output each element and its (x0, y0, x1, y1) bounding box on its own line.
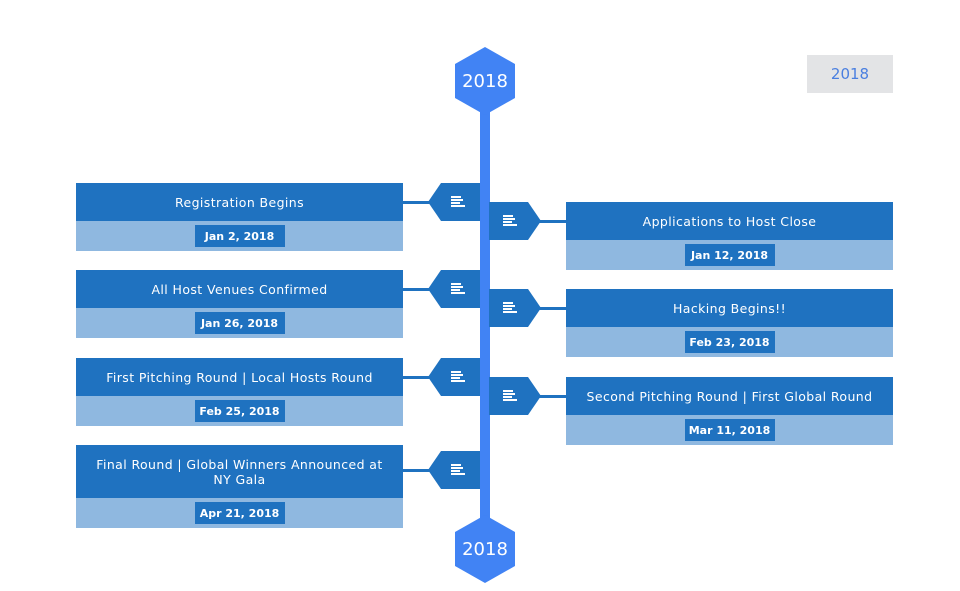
start-year-hexagon: 2018 (455, 47, 515, 115)
event-title: Registration Begins (76, 183, 403, 221)
timeline-event-card: Hacking Begins!! Feb 23, 2018 (566, 289, 893, 357)
event-connector (403, 288, 433, 291)
event-connector (403, 201, 433, 204)
text-lines-icon (503, 215, 517, 227)
event-date-bar: Feb 25, 2018 (76, 396, 403, 426)
timeline-event-card: Applications to Host Close Jan 12, 2018 (566, 202, 893, 270)
end-year-hexagon: 2018 (455, 515, 515, 583)
event-title: All Host Venues Confirmed (76, 270, 403, 308)
event-marker[interactable] (489, 289, 541, 327)
timeline-event-card: Final Round | Global Winners Announced a… (76, 445, 403, 528)
event-marker[interactable] (428, 183, 480, 221)
event-date-bar: Jan 12, 2018 (566, 240, 893, 270)
event-date-bar: Apr 21, 2018 (76, 498, 403, 528)
text-lines-icon (451, 283, 465, 295)
timeline-event-card: All Host Venues Confirmed Jan 26, 2018 (76, 270, 403, 338)
event-date: Mar 11, 2018 (684, 419, 775, 441)
event-connector (535, 307, 567, 310)
text-lines-icon (503, 302, 517, 314)
event-title: Hacking Begins!! (566, 289, 893, 327)
event-marker[interactable] (428, 270, 480, 308)
event-marker[interactable] (428, 358, 480, 396)
year-filter-badge[interactable]: 2018 (807, 55, 893, 93)
timeline-spine (480, 100, 490, 530)
event-marker[interactable] (428, 451, 480, 489)
text-lines-icon (451, 196, 465, 208)
event-date-bar: Feb 23, 2018 (566, 327, 893, 357)
event-date: Apr 21, 2018 (194, 502, 285, 524)
event-connector (403, 376, 433, 379)
timeline-event-card: Registration Begins Jan 2, 2018 (76, 183, 403, 251)
event-date-bar: Jan 2, 2018 (76, 221, 403, 251)
event-date-bar: Mar 11, 2018 (566, 415, 893, 445)
text-lines-icon (451, 464, 465, 476)
text-lines-icon (451, 371, 465, 383)
event-connector (403, 469, 433, 472)
event-title: First Pitching Round | Local Hosts Round (76, 358, 403, 396)
event-date: Feb 23, 2018 (684, 331, 775, 353)
text-lines-icon (503, 390, 517, 402)
event-title: Applications to Host Close (566, 202, 893, 240)
event-date: Jan 2, 2018 (194, 225, 285, 247)
event-title: Second Pitching Round | First Global Rou… (566, 377, 893, 415)
timeline-event-card: Second Pitching Round | First Global Rou… (566, 377, 893, 445)
event-date: Feb 25, 2018 (194, 400, 285, 422)
event-date-bar: Jan 26, 2018 (76, 308, 403, 338)
event-title: Final Round | Global Winners Announced a… (76, 445, 403, 498)
event-date: Jan 26, 2018 (194, 312, 285, 334)
event-marker[interactable] (489, 377, 541, 415)
event-connector (535, 395, 567, 398)
event-date: Jan 12, 2018 (684, 244, 775, 266)
event-connector (535, 220, 567, 223)
timeline-event-card: First Pitching Round | Local Hosts Round… (76, 358, 403, 426)
event-marker[interactable] (489, 202, 541, 240)
